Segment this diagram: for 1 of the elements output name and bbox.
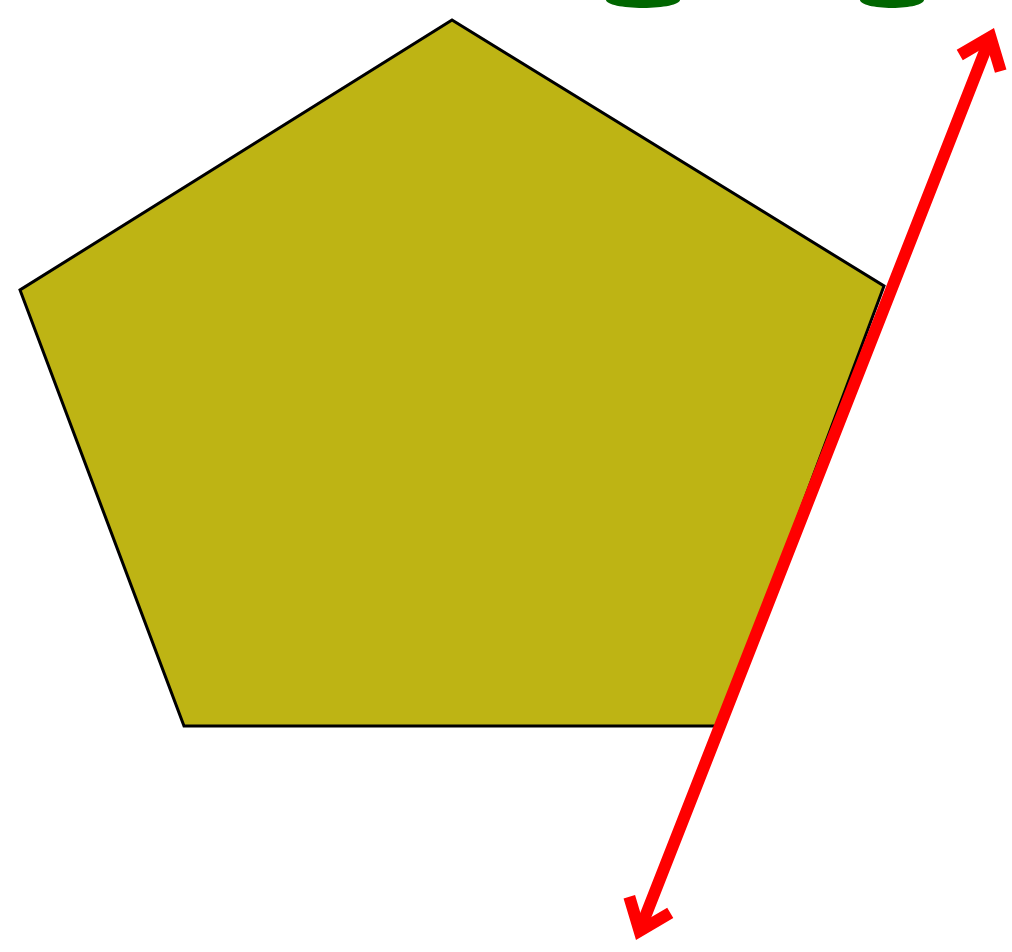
pentagon	[18, 18, 886, 728]
